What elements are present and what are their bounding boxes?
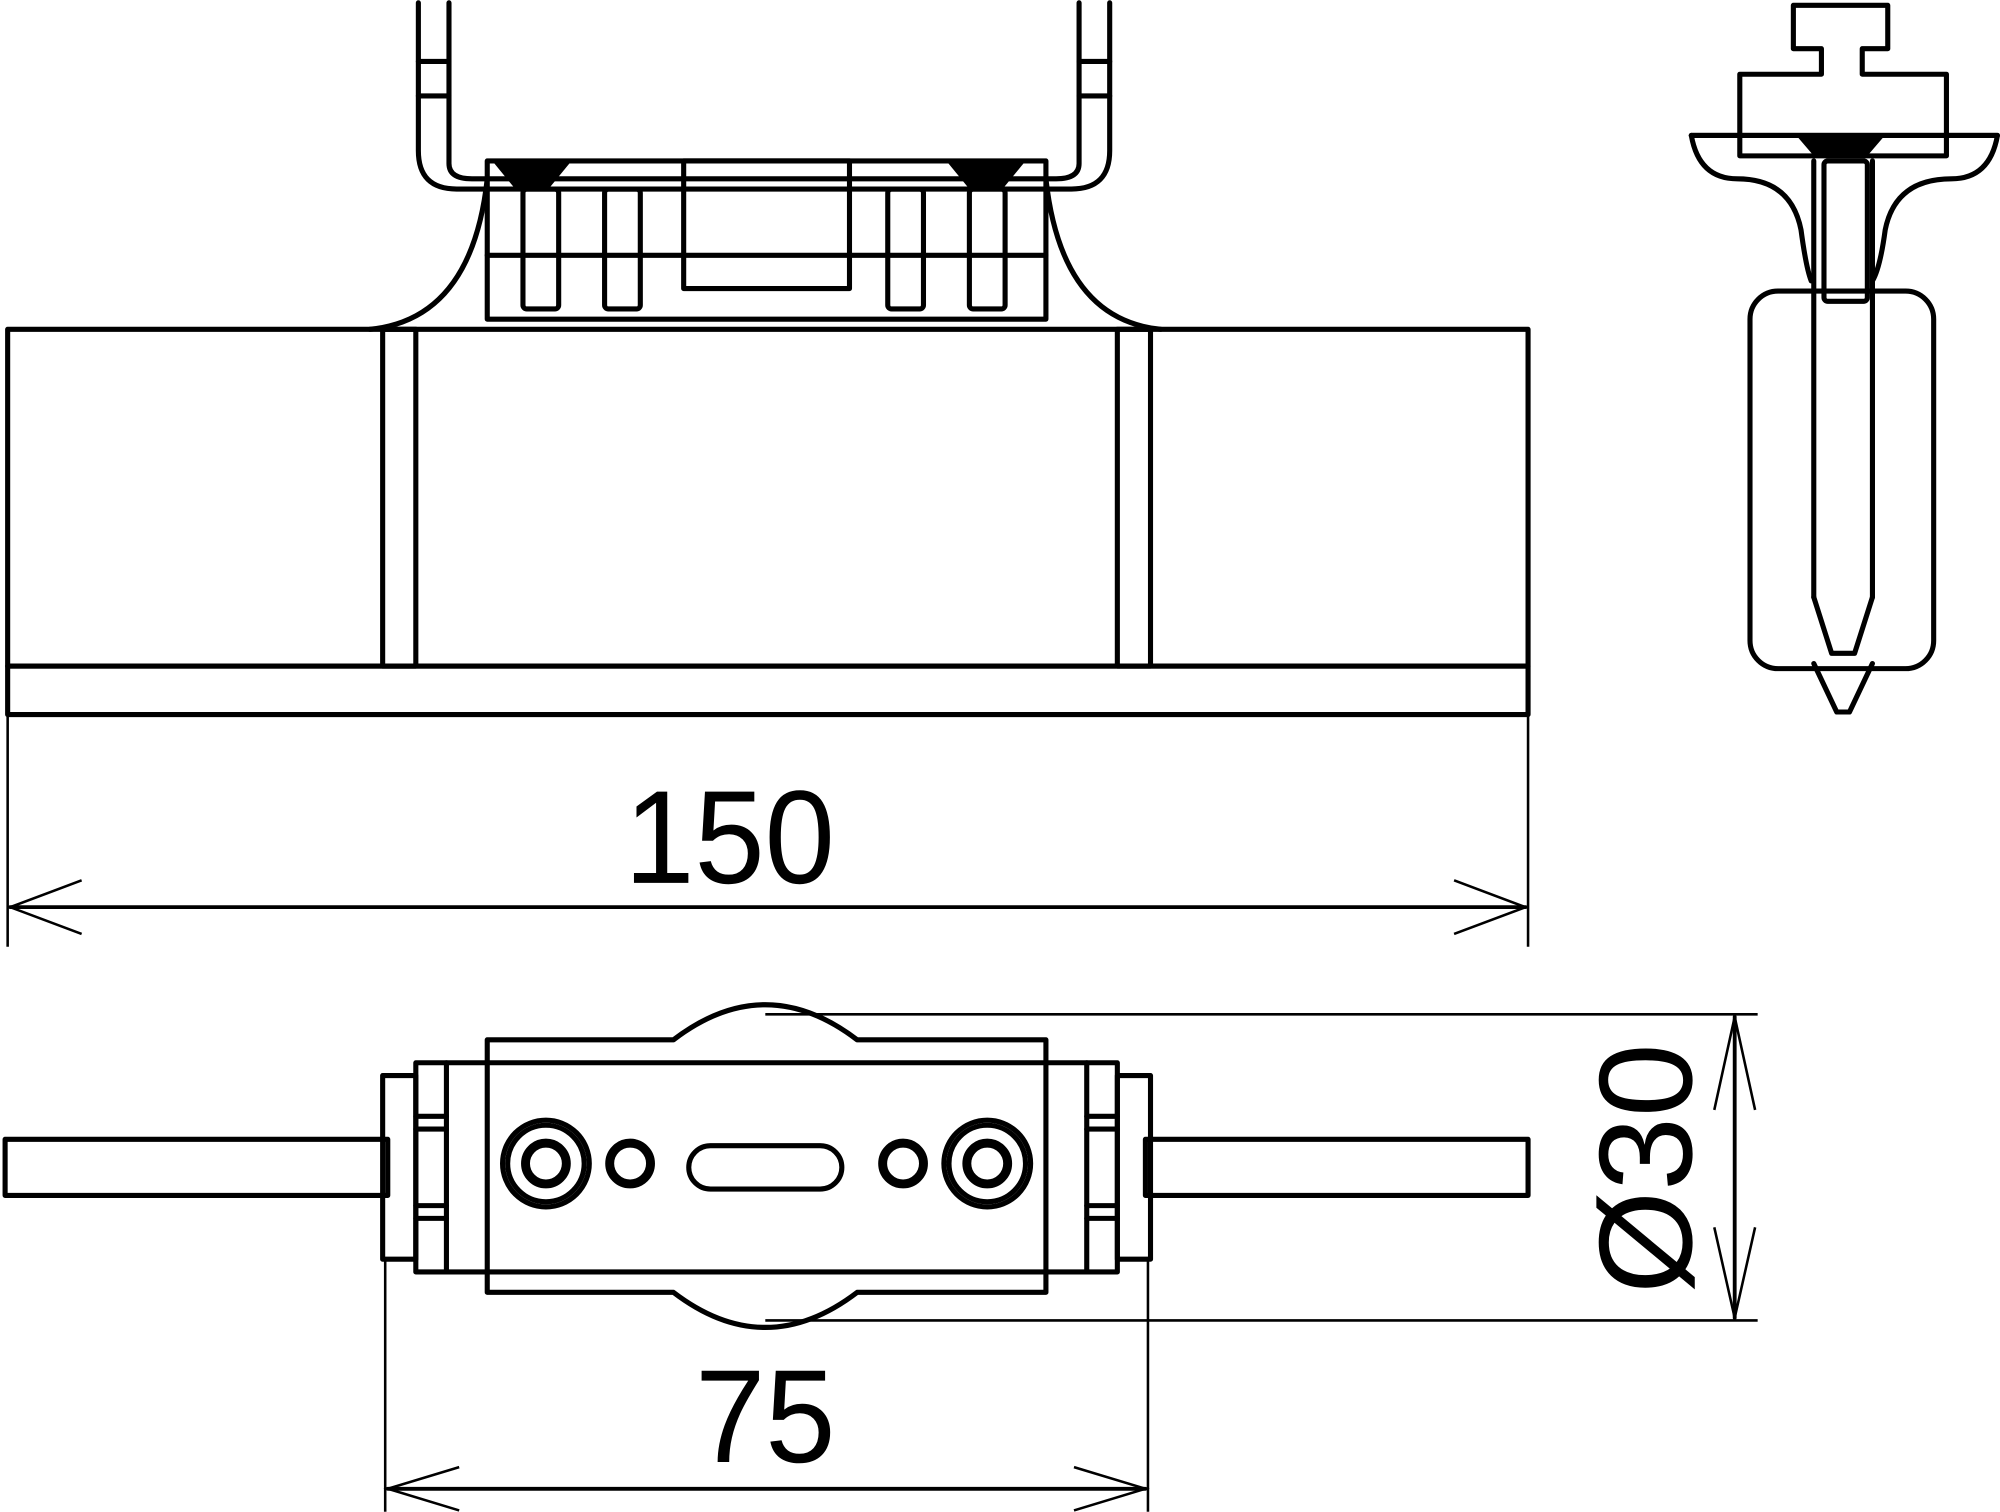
dimension-150: 150 — [6, 714, 1530, 947]
dimension-label-diameter: Ø30 — [1572, 1043, 1720, 1294]
top-view — [2, 1002, 1531, 1330]
dimension-label-75: 75 — [695, 1343, 835, 1491]
side-view — [1688, 2, 2000, 715]
dimension-label-150: 150 — [624, 764, 834, 912]
dimension-diameter-30: Ø30 — [765, 1013, 1758, 1322]
dimension-75: 75 — [383, 1259, 1150, 1512]
front-view — [5, 0, 1531, 718]
